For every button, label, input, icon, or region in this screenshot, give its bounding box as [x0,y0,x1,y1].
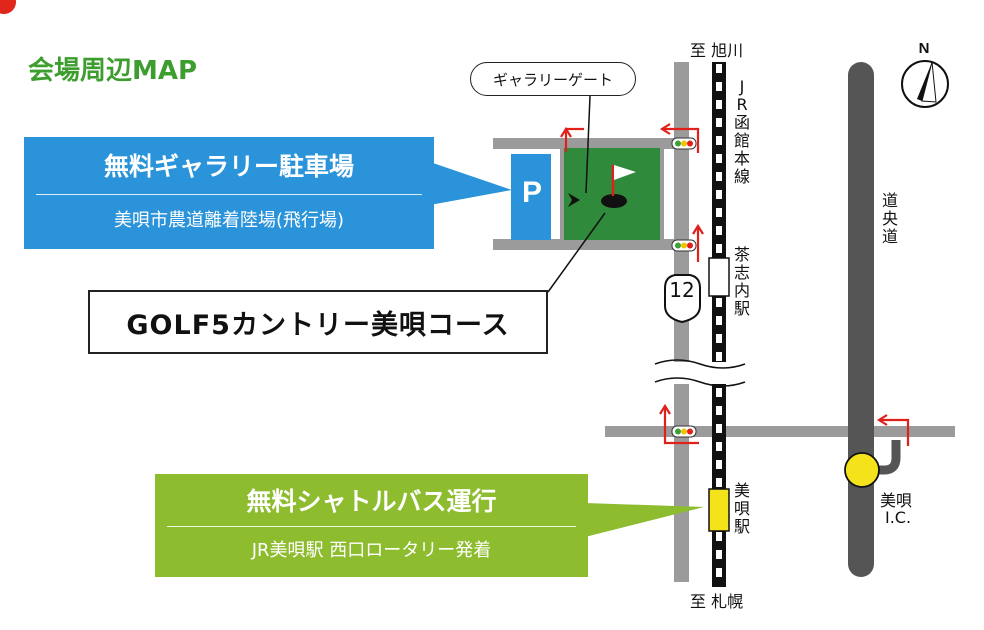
course-name-latin: GOLF5カントリー [126,309,371,341]
route-arrow-icon [659,403,699,445]
bibai-station-label: 美唄駅 [733,481,750,536]
route-12-shield-icon [664,274,701,324]
road-break-line-top [654,359,746,369]
parking-callout-tail [430,162,512,205]
to-asahikawa-label: 至 旭川 [690,41,744,60]
ic-access-road [605,426,955,437]
road-break-line-bottom [654,377,746,387]
golf-flag-icon [614,165,636,180]
north-label: N [918,40,930,57]
traffic-signal-icon [671,137,697,150]
chashinai-station-marker [708,257,730,297]
ic-ramp [862,440,901,475]
gate-pointer-line [585,95,591,194]
bibai-station-marker [708,488,730,532]
bibai-ic-marker [844,452,880,488]
parking-callout: 無料ギャラリー駐車場 美唄市農道離着陸場(飛行場) [24,137,434,249]
route-arrow-icon [876,414,910,446]
to-sapporo-label: 至 札幌 [690,592,744,611]
expressway-road [848,62,874,577]
parking-subheading: 美唄市農道離着陸場(飛行場) [113,210,345,231]
bibai-ic-label-line2: I.C. [885,508,912,527]
gallery-gate-label: ギャラリーゲート [470,62,636,96]
route-number: 12 [669,278,695,302]
route-arrow-icon [560,126,584,152]
course-leader-line [547,212,606,293]
traffic-signal-icon [671,425,697,438]
north-arrow-icon [917,62,932,101]
expressway-label: 道央道 [881,191,898,246]
map-title: 会場周辺MAP [28,56,198,86]
gate-arrow-icon [568,193,580,207]
traffic-signal-icon [671,239,697,252]
north-arrow-outline [921,61,937,103]
corner-badge [0,0,16,14]
course-name-kanji: 美唄コース [370,309,510,341]
north-access-road [493,138,689,149]
shuttle-callout: 無料シャトルバス運行 JR美唄駅 西口ロータリー発着 [155,474,588,577]
parking-divider [36,194,422,195]
route-arrow-icon [692,223,704,262]
shuttle-heading: 無料シャトルバス運行 [246,487,497,516]
course-name-callout: GOLF5カントリー美唄コース [88,290,548,354]
chashinai-station-label: 茶志内駅 [733,245,750,318]
bibai-ic-label-line1: 美唄 [880,491,913,510]
shuttle-callout-tail [585,503,704,537]
route-arrow-icon [659,123,700,153]
south-access-road [493,239,689,250]
shuttle-divider [167,526,576,527]
road-break-gap [655,362,745,384]
parking-p-icon: P [521,176,542,209]
golf-hole [601,194,627,208]
golf-course-area [560,144,664,244]
parking-lot [511,154,551,240]
parking-heading: 無料ギャラリー駐車場 [103,152,354,181]
shuttle-subheading: JR美唄駅 西口ロータリー発着 [251,540,492,561]
